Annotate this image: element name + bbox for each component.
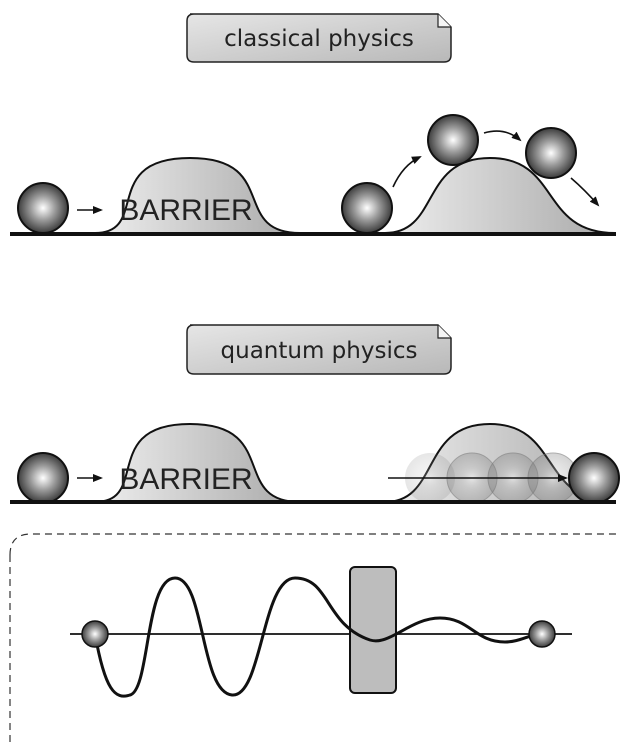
ball-icon xyxy=(525,127,577,179)
barrier-text: BARRIER xyxy=(119,194,252,227)
arrow-icon xyxy=(392,156,422,188)
wave-icon xyxy=(93,576,543,698)
quantum-label: quantum physics xyxy=(221,338,418,364)
ball-icon xyxy=(427,114,479,166)
ball-icon xyxy=(528,620,556,648)
classical-label-tag: classical physics xyxy=(186,13,452,63)
barrier-text: BARRIER xyxy=(119,463,252,496)
quantum-right-scene xyxy=(384,422,620,504)
barrier-block xyxy=(349,566,397,694)
ball-icon xyxy=(341,182,393,234)
ball-icon xyxy=(17,182,69,234)
arrow-icon xyxy=(570,177,600,207)
classical-left-scene: BARRIER xyxy=(17,156,301,234)
barrier-hill xyxy=(94,156,301,234)
wavefunction-panel xyxy=(9,533,616,744)
barrier-hill xyxy=(94,422,301,503)
barrier-hill xyxy=(384,156,616,234)
classical-label: classical physics xyxy=(224,26,414,52)
arrow-icon xyxy=(483,130,522,142)
ball-icon xyxy=(81,620,109,648)
classical-right-scene xyxy=(341,114,616,234)
ball-icon xyxy=(568,452,620,504)
quantum-label-tag: quantum physics xyxy=(186,324,452,375)
quantum-left-scene: BARRIER xyxy=(17,422,301,504)
ball-icon xyxy=(17,452,69,504)
panel-border xyxy=(9,533,616,744)
